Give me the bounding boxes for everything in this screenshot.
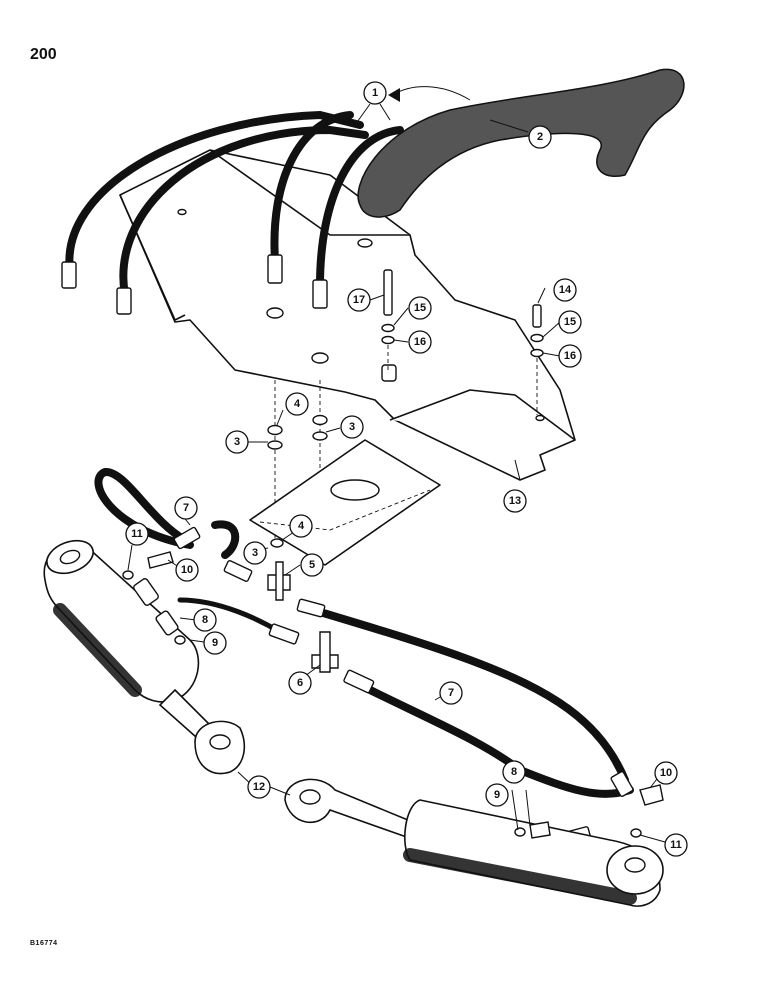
figure-code: B16774 (30, 940, 58, 947)
upper-hoses (61, 110, 404, 315)
callout-label: 15 (564, 316, 576, 328)
callout-15a: 15 (408, 296, 432, 320)
callout-label: 6 (297, 677, 303, 689)
foam-pad (357, 68, 685, 218)
callout-1: 1 (363, 81, 387, 105)
callout-label: 3 (234, 436, 240, 448)
callout-label: 13 (509, 495, 521, 507)
callout-label: 16 (414, 336, 426, 348)
callout-3b: 3 (340, 415, 364, 439)
callout-label: 8 (202, 614, 208, 626)
callout-16a: 16 (408, 330, 432, 354)
callout-label: 15 (414, 302, 426, 314)
mounting-washers (267, 380, 328, 548)
callout-label: 16 (564, 350, 576, 362)
callout-label: 10 (660, 767, 672, 779)
callout-6: 6 (288, 671, 312, 695)
callout-label: 11 (670, 839, 682, 851)
callout-4b: 4 (289, 514, 313, 538)
callout-4a: 4 (285, 392, 309, 416)
callout-14: 14 (553, 278, 577, 302)
callout-label: 2 (537, 131, 543, 143)
callout-2: 2 (528, 125, 552, 149)
callout-label: 9 (212, 637, 218, 649)
callout-15b: 15 (558, 310, 582, 334)
callout-7b: 7 (439, 681, 463, 705)
callout-8a: 8 (193, 608, 217, 632)
callout-5: 5 (300, 553, 324, 577)
callout-label: 4 (294, 398, 301, 410)
callout-9b: 9 (485, 783, 509, 807)
callout-9a: 9 (203, 631, 227, 655)
callout-label: 3 (252, 547, 258, 559)
callout-16b: 16 (558, 344, 582, 368)
callout-label: 17 (353, 294, 365, 306)
callout-label: 9 (494, 789, 500, 801)
callout-12: 12 (247, 775, 271, 799)
callout-label: 7 (183, 502, 189, 514)
callout-17: 17 (347, 288, 371, 312)
hydraulic-cylinder-left (43, 539, 246, 775)
bolts-and-washers (381, 269, 544, 415)
callout-3c: 3 (243, 541, 267, 565)
callout-13: 13 (503, 489, 527, 513)
callout-10b: 10 (654, 761, 678, 785)
callout-label: 14 (559, 284, 572, 296)
callout-label: 4 (298, 520, 305, 532)
page-number: 200 (30, 46, 57, 63)
callout-7a: 7 (174, 496, 198, 520)
hydraulic-cylinder-right (284, 778, 664, 907)
callout-10a: 10 (175, 558, 199, 582)
callout-label: 5 (309, 559, 315, 571)
callout-label: 12 (253, 781, 265, 793)
callout-label: 1 (372, 87, 378, 99)
callout-3a: 3 (225, 430, 249, 454)
callout-11b: 11 (664, 833, 688, 857)
callout-label: 8 (511, 766, 517, 778)
tee-fittings (147, 551, 664, 806)
callout-11a: 11 (125, 522, 149, 546)
callout-label: 3 (349, 421, 355, 433)
callout-8b: 8 (502, 760, 526, 784)
callout-label: 11 (131, 528, 143, 540)
callout-label: 10 (181, 564, 193, 576)
callout-label: 7 (448, 687, 454, 699)
